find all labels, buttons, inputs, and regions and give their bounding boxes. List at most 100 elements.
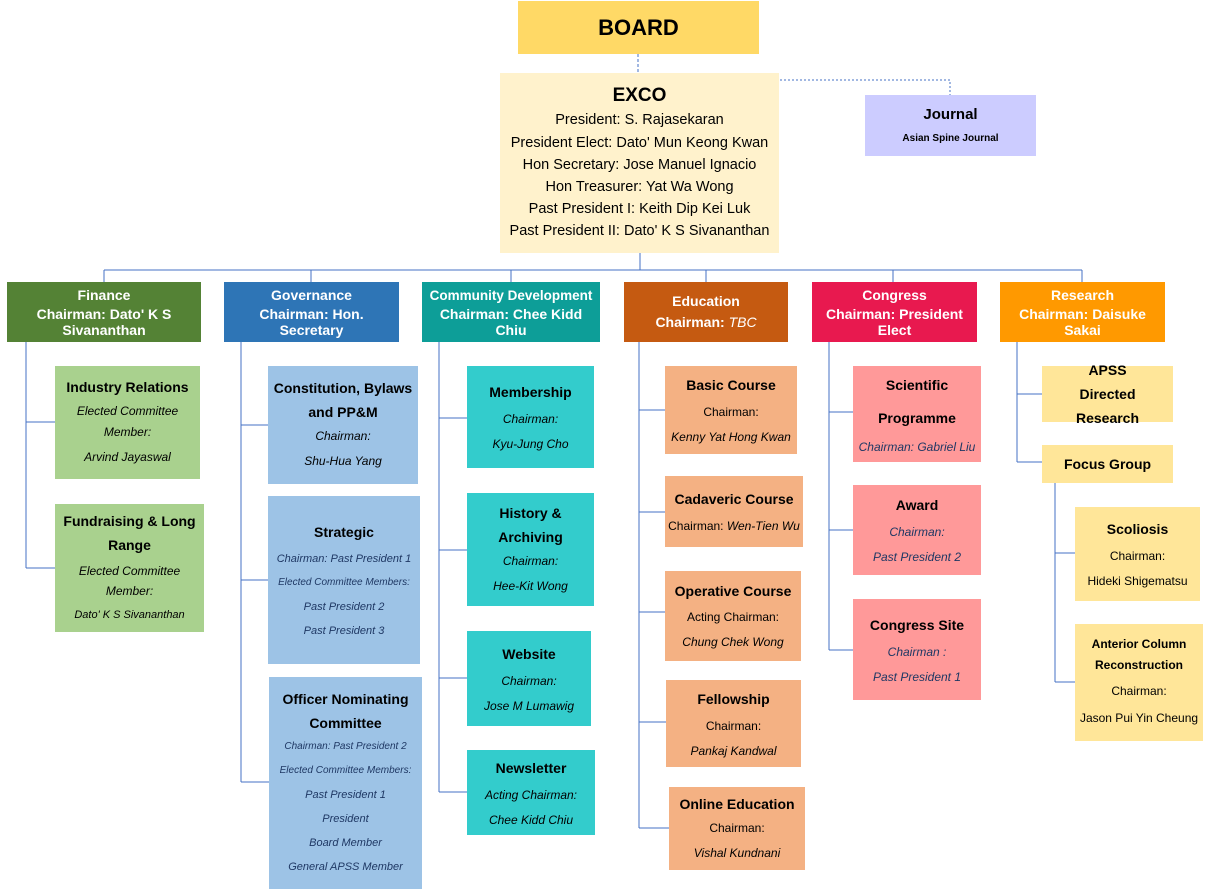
research-chairman: Chairman: Daisuke Sakai — [1019, 305, 1146, 338]
online-education-box: Online Education Chairman: Vishal Kundna… — [669, 787, 805, 870]
industry-relations-box: Industry Relations Elected Committee Mem… — [55, 366, 200, 479]
membership-line-1: Chairman: — [502, 412, 559, 426]
officer-nominating-line-2: Elected Committee Members: — [279, 765, 412, 776]
focus-group-title: Focus Group — [1063, 456, 1152, 472]
research-name: Research — [1050, 286, 1115, 303]
congress-site-box: Congress Site Chairman : Past President … — [853, 599, 981, 700]
fellowship-title: Fellowship — [697, 690, 770, 707]
strategic-line-1: Chairman: Past President 1 — [276, 553, 412, 565]
exco-hon-secretary: Hon Secretary: Jose Manuel Ignacio — [522, 156, 757, 173]
strategic-line-3: Past President 2 — [303, 601, 385, 613]
newsletter-line-1: Acting Chairman: — [484, 787, 578, 802]
anterior-column-line-1: Chairman: — [1111, 684, 1167, 698]
fundraising-line-1: Elected Committee Member: — [78, 563, 181, 598]
officer-nominating-title: Officer Nominating Committee — [282, 691, 409, 731]
scientific-programme-line-1: Chairman: Gabriel Liu — [858, 439, 976, 454]
award-title: Award — [895, 497, 939, 513]
journal-title: Journal — [923, 105, 978, 123]
constitution-box: Constitution, Bylaws and PP&M Chairman: … — [268, 366, 418, 484]
website-box: Website Chairman: Jose M Lumawig — [467, 631, 591, 726]
congress-name: Congress — [862, 286, 927, 303]
online-education-line-1: Chairman: — [709, 820, 765, 835]
membership-title: Membership — [489, 384, 572, 400]
community-name: Community Development — [429, 287, 593, 303]
governance-header: Governance Chairman: Hon. Secretary — [224, 282, 399, 342]
research-header: Research Chairman: Daisuke Sakai — [1000, 282, 1165, 342]
officer-nominating-line-1: Chairman: Past President 2 — [284, 741, 407, 752]
governance-chairman: Chairman: Hon. Secretary — [259, 305, 364, 338]
newsletter-title: Newsletter — [495, 759, 567, 776]
congress-site-title: Congress Site — [869, 616, 965, 633]
fundraising-line-2: Dato' K S Sivananthan — [74, 608, 185, 621]
industry-relations-line-2: Arvind Jayaswal — [84, 450, 171, 464]
focus-group-box: Focus Group — [1042, 445, 1173, 483]
newsletter-line-2: Chee Kidd Chiu — [488, 812, 574, 827]
officer-nominating-line-5: Board Member — [309, 837, 382, 849]
online-education-line-2: Vishal Kundnani — [693, 845, 781, 860]
history-archiving-line-2: Hee-Kit Wong — [493, 578, 568, 593]
board-box: BOARD — [518, 1, 759, 54]
basic-course-line-2: Kenny Yat Hong Kwan — [671, 430, 791, 444]
officer-nominating-box: Officer Nominating Committee Chairman: P… — [269, 677, 422, 889]
apss-directed-research-box: APSS Directed Research — [1042, 362, 1173, 426]
basic-course-box: Basic Course Chairman: Kenny Yat Hong Kw… — [665, 366, 797, 454]
website-line-2: Jose M Lumawig — [483, 698, 575, 713]
anterior-column-box: Anterior Column Reconstruction Chairman:… — [1075, 624, 1203, 741]
journal-subtitle: Asian Spine Journal — [902, 132, 999, 144]
operative-course-title: Operative Course — [674, 583, 792, 599]
exco-title: EXCO — [612, 85, 667, 107]
scoliosis-line-2: Hideki Shigematsu — [1087, 574, 1188, 588]
congress-chairman: Chairman: President Elect — [826, 305, 963, 338]
cadaveric-course-chairman: Chairman: Wen-Tien Wu — [668, 514, 800, 539]
officer-nominating-line-3: Past President 1 — [305, 789, 386, 801]
constitution-line-1: Chairman: — [315, 429, 371, 443]
newsletter-box: Newsletter Acting Chairman: Chee Kidd Ch… — [467, 750, 595, 835]
fellowship-line-1: Chairman: — [705, 718, 762, 733]
operative-course-line-1: Acting Chairman: — [686, 610, 780, 624]
fundraising-title: Fundraising & Long Range — [63, 512, 196, 553]
fellowship-line-2: Pankaj Kandwal — [690, 743, 777, 758]
operative-course-box: Operative Course Acting Chairman: Chung … — [665, 571, 801, 661]
strategic-line-4: Past President 3 — [303, 625, 385, 637]
anterior-column-line-2: Jason Pui Yin Cheung — [1079, 711, 1199, 725]
community-header: Community Development Chairman: Chee Kid… — [422, 282, 600, 342]
community-chairman: Chairman: Chee Kidd Chiu — [439, 305, 583, 338]
history-archiving-line-1: Chairman: — [502, 553, 559, 568]
finance-header: Finance Chairman: Dato' K S Sivananthan — [7, 282, 201, 342]
cadaveric-course-title: Cadaveric Course — [674, 491, 794, 507]
membership-box: Membership Chairman: Kyu-Jung Cho — [467, 366, 594, 468]
exco-box: EXCO President: S. Rajasekaran President… — [500, 73, 779, 253]
congress-site-line-2: Past President 1 — [872, 669, 962, 684]
industry-relations-line-1: Elected Committee Member: — [76, 404, 179, 439]
finance-chairman: Chairman: Dato' K S Sivananthan — [36, 305, 172, 338]
journal-box: Journal Asian Spine Journal — [865, 95, 1036, 156]
exco-journal-connector — [780, 79, 951, 95]
apss-directed-research-title: APSS Directed Research — [1075, 362, 1140, 426]
education-chairman: Chairman: TBC — [655, 311, 756, 333]
exco-past-president-1: Past President I: Keith Dip Kei Luk — [528, 201, 751, 218]
strategic-title: Strategic — [314, 524, 374, 540]
history-archiving-box: History & Archiving Chairman: Hee-Kit Wo… — [467, 493, 594, 606]
cadaveric-chair-value: Wen-Tien Wu — [726, 519, 800, 533]
website-line-1: Chairman: — [501, 673, 557, 688]
basic-course-line-1: Chairman: — [703, 405, 759, 419]
anterior-column-title: Anterior Column Reconstruction — [1091, 637, 1187, 672]
officer-nominating-line-4: President — [322, 813, 369, 825]
award-line-2: Past President 2 — [872, 550, 962, 564]
fellowship-box: Fellowship Chairman: Pankaj Kandwal — [666, 680, 801, 767]
award-line-1: Chairman: — [889, 525, 945, 539]
scientific-programme-title: Scientific Programme — [878, 376, 956, 426]
officer-nominating-line-6: General APSS Member — [288, 861, 403, 873]
strategic-box: Strategic Chairman: Past President 1 Ele… — [268, 496, 420, 664]
membership-line-2: Kyu-Jung Cho — [492, 437, 569, 451]
education-chair-value: TBC — [728, 314, 757, 330]
scoliosis-title: Scoliosis — [1106, 521, 1169, 537]
exco-president-elect: President Elect: Dato' Mun Keong Kwan — [510, 134, 769, 151]
scoliosis-box: Scoliosis Chairman: Hideki Shigematsu — [1075, 507, 1200, 601]
award-box: Award Chairman: Past President 2 — [853, 485, 981, 575]
fundraising-box: Fundraising & Long Range Elected Committ… — [55, 504, 204, 632]
constitution-line-2: Shu-Hua Yang — [304, 454, 382, 468]
exco-hon-treasurer: Hon Treasurer: Yat Wa Wong — [545, 179, 734, 195]
strategic-line-2: Elected Committee Members: — [278, 577, 410, 588]
